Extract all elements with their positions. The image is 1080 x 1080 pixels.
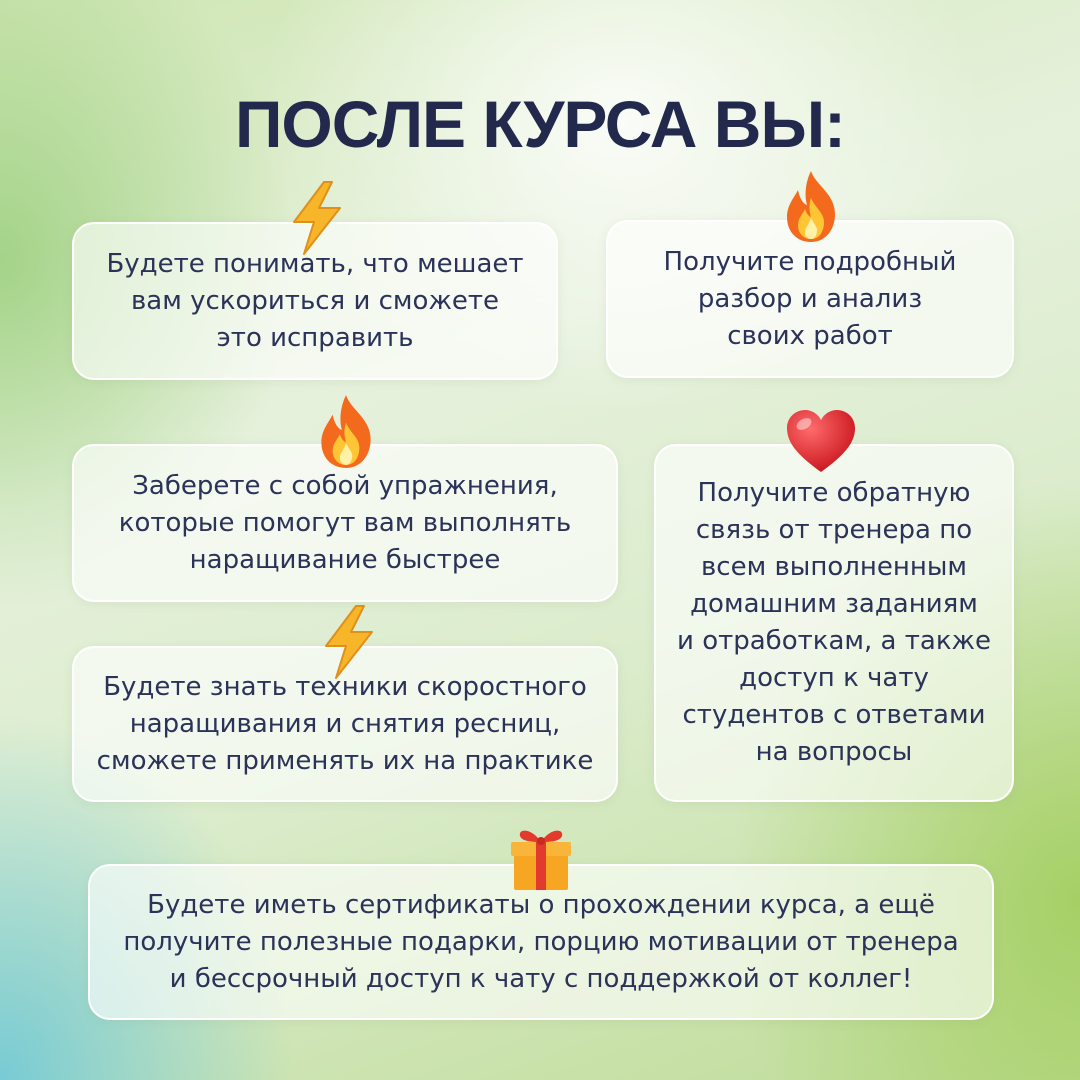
benefit-text: Заберете с собой упражнения, которые пом… (118, 470, 572, 575)
gift-icon (511, 830, 571, 890)
benefit-text: Получите обратную связь от тренера по вс… (677, 478, 991, 767)
benefit-card-analysis: Получите подробный разбор и анализ своих… (606, 220, 1014, 378)
page-title: ПОСЛЕ КУРСА ВЫ: (234, 87, 846, 161)
benefit-card-techniques: Будете знать техники скоростного наращив… (72, 646, 618, 802)
benefit-card-certificates: Будете иметь сертификаты о прохождении к… (88, 864, 994, 1020)
benefit-text: Будете иметь сертификаты о прохождении к… (123, 889, 959, 994)
heart-icon (787, 410, 855, 472)
benefit-card-speedup: Будете понимать, что мешает вам ускорить… (72, 222, 558, 380)
lightning-icon (293, 181, 341, 255)
lightning-icon (325, 605, 373, 679)
benefit-text: Будете знать техники скоростного наращив… (96, 671, 594, 776)
benefit-text: Будете понимать, что мешает вам ускорить… (106, 248, 524, 353)
benefit-text: Получите подробный разбор и анализ своих… (663, 246, 957, 351)
benefit-card-feedback: Получите обратную связь от тренера по вс… (654, 444, 1014, 802)
fire-icon (787, 171, 836, 242)
fire-icon (321, 395, 371, 468)
